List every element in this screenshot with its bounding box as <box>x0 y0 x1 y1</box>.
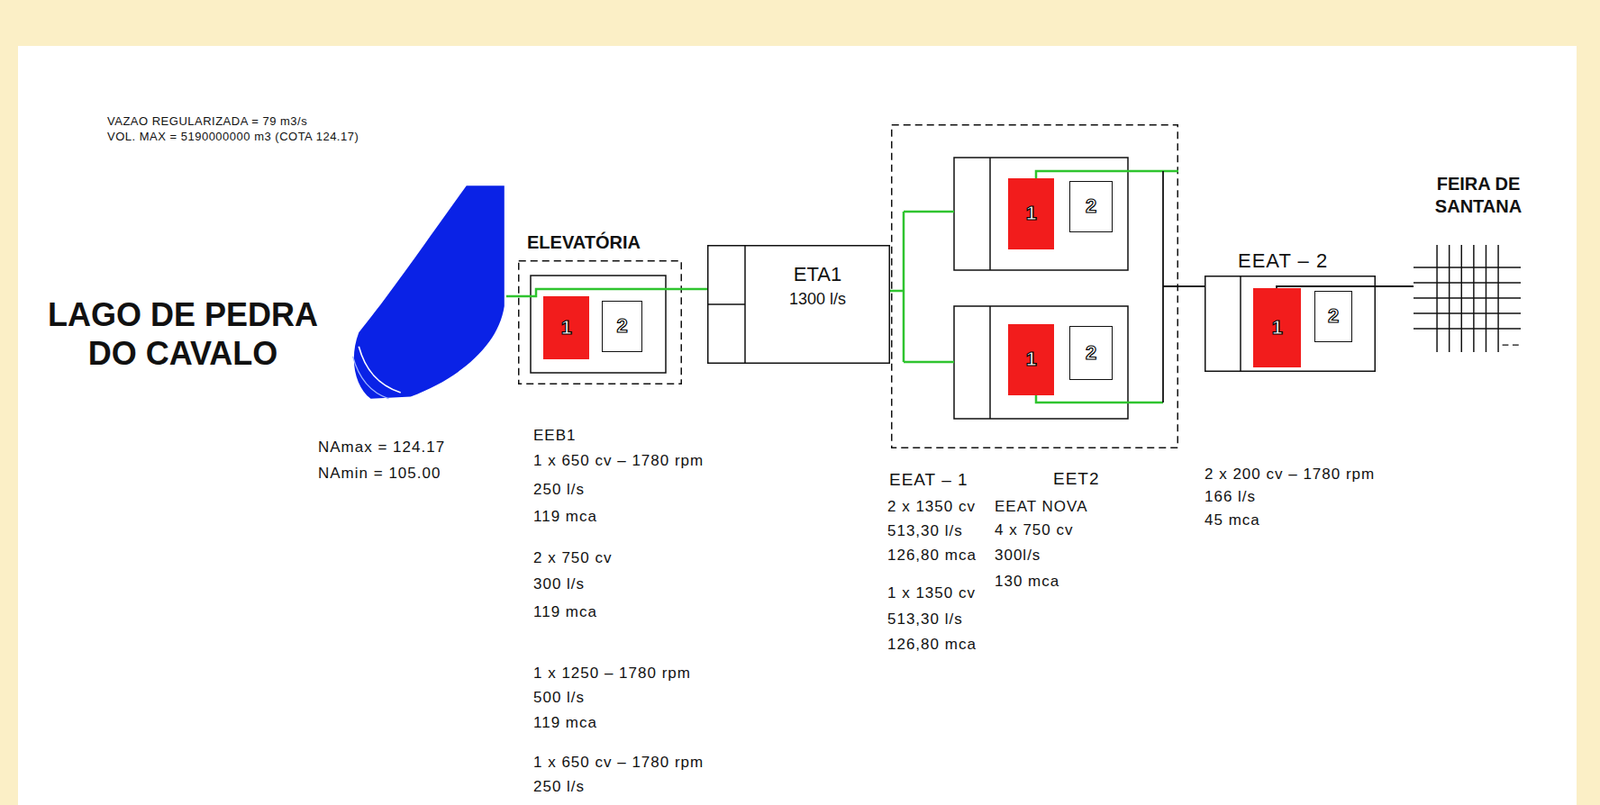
pump-station-group: EEAT – 11212 <box>890 124 1179 449</box>
pump-number: 1 <box>1025 347 1037 372</box>
discharge-header <box>1163 171 1179 403</box>
white-panel <box>18 45 1577 805</box>
node-text: EEAT – 2 <box>1237 249 1328 273</box>
spec-label: 1 x 650 cv – 1780 rpm <box>533 754 704 773</box>
pump-reserve: 2 <box>1069 326 1113 381</box>
spec-label: NAmin = 105.00 <box>318 464 441 483</box>
spec-label: 126,80 mca <box>887 546 977 565</box>
street-line <box>1502 344 1519 346</box>
spec-label: 119 mca <box>533 714 598 733</box>
treatment-plant: ETA1 1300 l/s <box>707 245 891 364</box>
node-text: ETA1 <box>745 263 891 287</box>
spec-label: 119 mca <box>533 603 598 622</box>
pump-active: 1 <box>1253 288 1301 368</box>
pump-number: 1 <box>1025 201 1037 226</box>
lake-ripple <box>353 356 390 400</box>
spec-label: 300l/s <box>994 546 1041 565</box>
reservoir-lake: LAGO DE PEDRA DO CAVALO <box>346 183 507 401</box>
pipe-line <box>1036 171 1179 179</box>
spec-label: 2 x 1350 cv <box>887 498 976 517</box>
spec-label: VOL. MAX = 5190000000 m3 (COTA 124.17) <box>107 129 359 145</box>
spec-label: VAZAO REGULARIZADA = 79 m3/s <box>107 114 308 129</box>
node-text: FEIRA DE SANTANA <box>1422 172 1535 219</box>
spec-label: 1 x 650 cv – 1780 rpm <box>533 452 704 471</box>
spec-label: 1 x 1350 cv <box>887 584 976 603</box>
node-text: EEAT – 1 <box>889 470 969 491</box>
spec-label: 2 x 200 cv – 1780 rpm <box>1204 465 1375 484</box>
pump-number: 2 <box>1085 194 1097 219</box>
station-housing <box>1205 276 1376 373</box>
dashed-enclosure <box>891 125 1179 449</box>
pipeline-connector <box>1178 285 1205 288</box>
spec-label: 4 x 750 cv <box>994 521 1074 540</box>
housing-divider <box>989 306 991 419</box>
node-text: LAGO DE PEDRA DO CAVALO <box>29 295 337 373</box>
spec-label: NAmax = 124.17 <box>318 438 446 457</box>
pump-active: 1 <box>1008 178 1055 250</box>
node-text: ELEVATÓRIA <box>527 231 641 254</box>
pipeline-connector <box>890 290 891 293</box>
pump-reserve: 2 <box>1069 181 1113 233</box>
housing-divider <box>989 157 991 271</box>
plant-outline <box>708 245 891 364</box>
street-line <box>1413 297 1521 299</box>
pump-reserve: 2 <box>1314 290 1353 343</box>
pipe-line <box>518 289 682 297</box>
station-housing <box>954 157 1128 271</box>
spec-label: EEB1 <box>533 427 576 446</box>
pump-reserve: 2 <box>601 300 643 353</box>
pipe-line <box>1036 395 1164 403</box>
lake-ripple <box>358 346 400 393</box>
pipe-line <box>890 211 955 363</box>
node-outline <box>890 124 1179 449</box>
street-line <box>1413 266 1521 268</box>
pump-station: EEAT – 212 <box>1204 275 1376 373</box>
pipeline-connector <box>1375 285 1414 288</box>
pipeline-connector <box>681 288 708 291</box>
pump-active: 1 <box>543 296 590 360</box>
spec-label: EEAT NOVA <box>994 498 1088 517</box>
pump-number: 1 <box>1271 316 1282 340</box>
spec-label: 300 l/s <box>533 575 585 594</box>
pump-number: 2 <box>1085 341 1097 365</box>
pump-active: 1 <box>1008 324 1055 396</box>
pump-number: 1 <box>560 316 572 340</box>
pump-number: 2 <box>1327 304 1339 328</box>
spec-label: 126,80 mca <box>887 636 977 655</box>
pump-station-group: ELEVATÓRIA12 <box>518 260 682 385</box>
street-line <box>1413 281 1521 283</box>
node-outline <box>1413 245 1521 353</box>
housing-divider <box>1239 275 1242 373</box>
spec-label: 500 l/s <box>533 689 585 708</box>
node-text: 1300 l/s <box>745 290 891 310</box>
pipeline-connector <box>506 295 519 299</box>
spec-label: EET2 <box>1053 469 1100 491</box>
city-grid: FEIRA DE SANTANA <box>1413 245 1521 353</box>
spec-label: 166 l/s <box>1204 488 1256 507</box>
spec-label: 513,30 l/s <box>887 522 964 541</box>
spec-label: 119 mca <box>533 508 598 527</box>
street-line <box>1413 312 1521 314</box>
dashed-enclosure <box>518 261 682 385</box>
street-line <box>1413 327 1521 329</box>
spec-label: 250 l/s <box>533 778 585 797</box>
node-outline <box>346 183 507 401</box>
spec-label: 1 x 1250 – 1780 rpm <box>533 664 691 683</box>
spec-label: 130 mca <box>994 572 1060 591</box>
spec-label: 513,30 l/s <box>887 610 964 629</box>
lake-shape <box>354 185 505 400</box>
spec-label: 2 x 750 cv <box>533 549 613 568</box>
spec-label: 250 l/s <box>533 481 585 500</box>
plant-divider <box>707 303 746 306</box>
spec-label: 45 mca <box>1204 511 1261 530</box>
pump-number: 2 <box>616 314 628 338</box>
